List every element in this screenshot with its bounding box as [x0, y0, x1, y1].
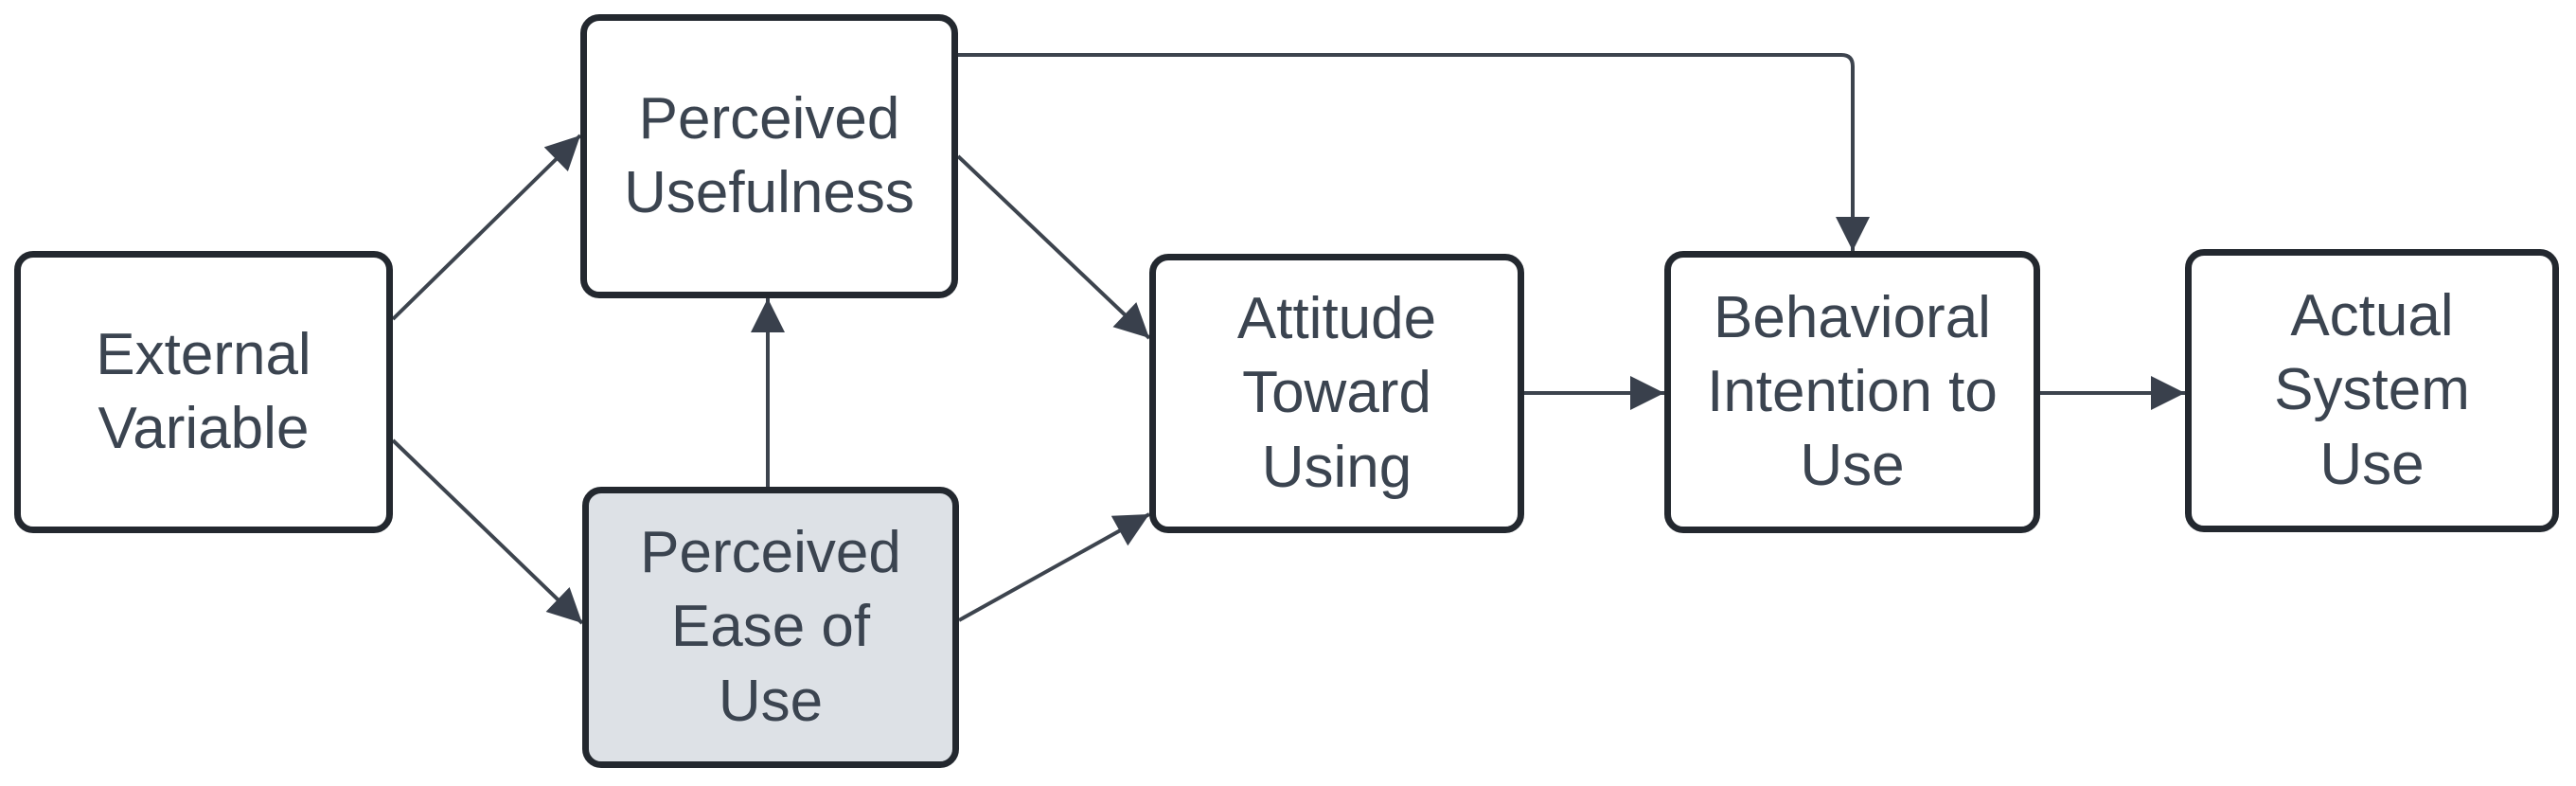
- node-external-variable: External Variable: [14, 251, 393, 533]
- node-perceived-ease-of-use: Perceived Ease of Use: [582, 487, 959, 768]
- edge-usefulness-to-intention-elbow-arrow: [958, 53, 1870, 251]
- edge-usefulness-to-attitude-arrow: [956, 154, 1151, 340]
- node-behavioral-intention-to-use-label: Behavioral Intention to Use: [1707, 284, 1998, 499]
- node-perceived-ease-of-use-label: Perceived Ease of Use: [640, 520, 901, 734]
- node-perceived-usefulness: Perceived Usefulness: [580, 14, 958, 298]
- edge-external-to-ease-arrow: [391, 438, 584, 625]
- node-attitude-toward-using-label: Attitude Toward Using: [1236, 286, 1437, 500]
- node-actual-system-use-label: Actual System Use: [2274, 283, 2470, 497]
- node-actual-system-use: Actual System Use: [2185, 249, 2559, 532]
- node-attitude-toward-using: Attitude Toward Using: [1149, 254, 1524, 533]
- edge-ease-to-attitude-arrow: [958, 512, 1150, 622]
- node-external-variable-label: External Variable: [96, 321, 311, 461]
- edge-external-to-usefulness-arrow: [391, 134, 582, 321]
- node-perceived-usefulness-label: Perceived Usefulness: [624, 85, 915, 225]
- node-behavioral-intention-to-use: Behavioral Intention to Use: [1664, 251, 2040, 533]
